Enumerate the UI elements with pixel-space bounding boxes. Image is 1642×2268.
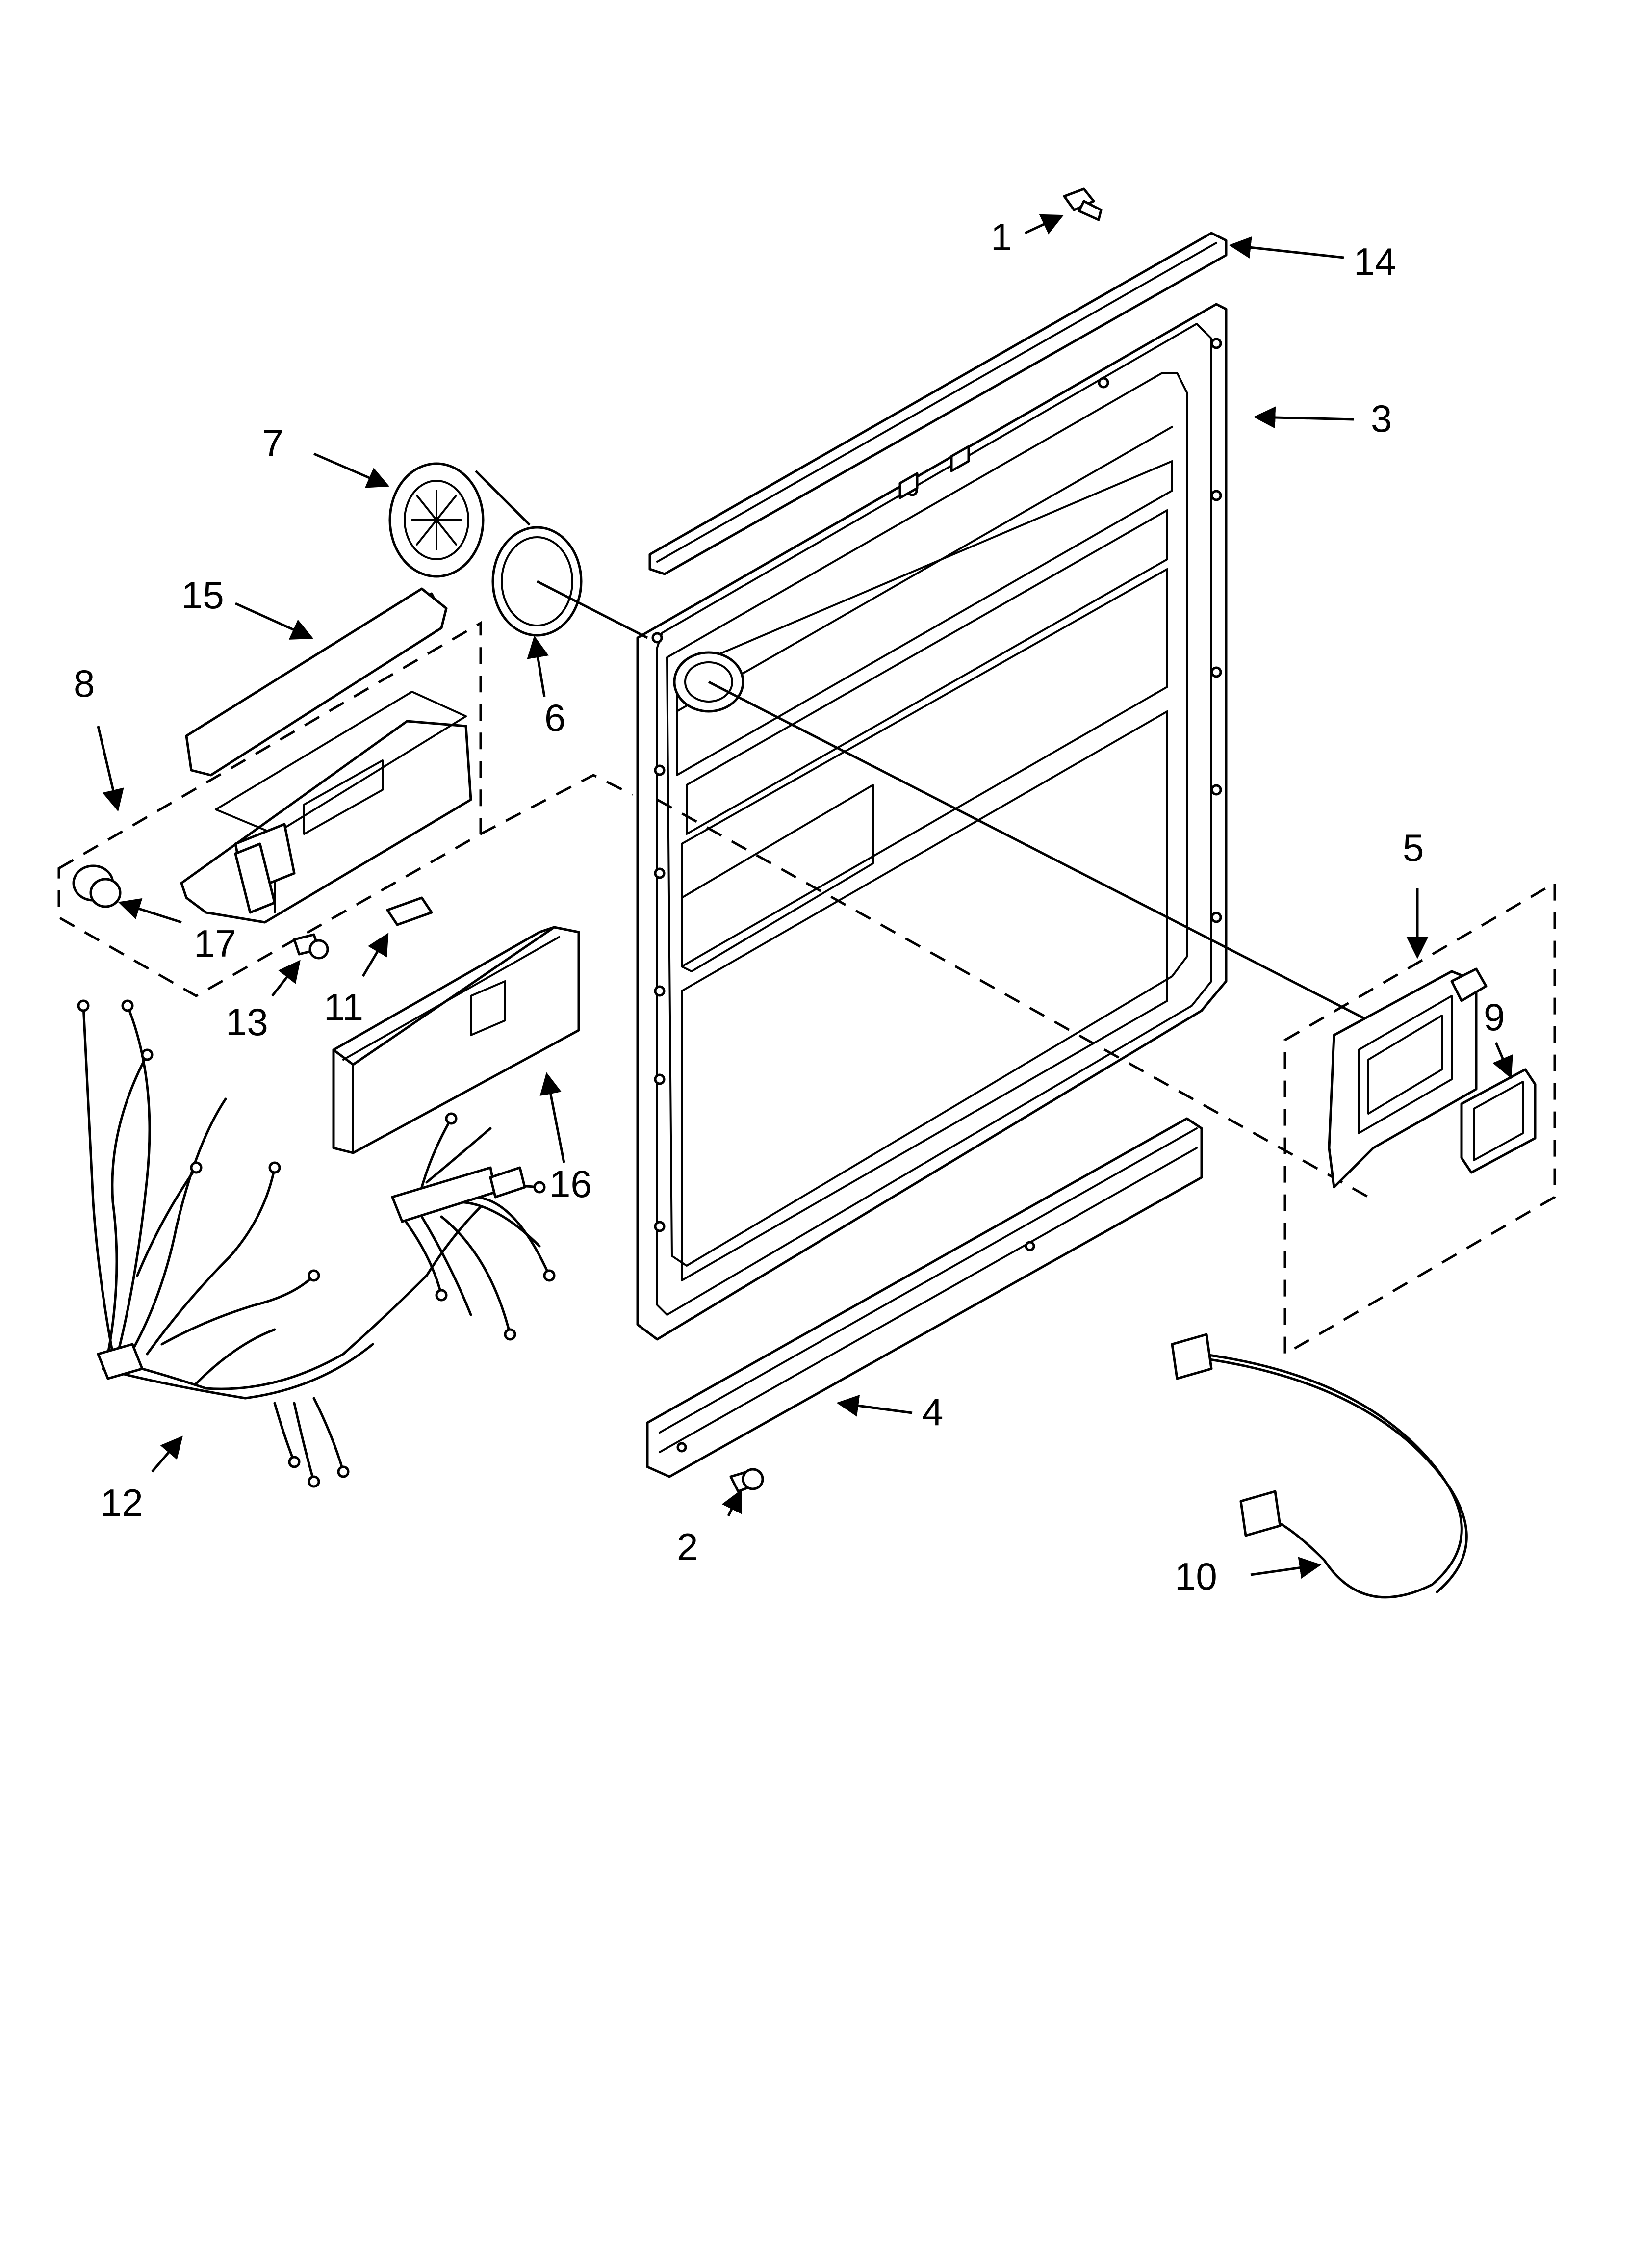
switch-wire-part: [1171, 1333, 1468, 1599]
assembly-line-vent-hole: [708, 680, 1369, 1022]
callout-12: 12: [101, 1481, 143, 1524]
leader-2: [721, 1489, 742, 1517]
callout-16: 16: [549, 1162, 592, 1205]
leader-17: [118, 898, 182, 924]
callout-9: 9: [1484, 995, 1505, 1039]
dispenser-dashed-link: [480, 774, 634, 835]
callout-1: 1: [991, 215, 1012, 259]
leader-14: [1229, 236, 1344, 259]
dispenser-dashed-long: [656, 798, 1369, 1199]
wire-harness-part: [77, 999, 556, 1488]
assembly-line-vent-2: [475, 470, 531, 526]
leader-9: [1492, 1042, 1513, 1079]
leader-1: [1024, 214, 1064, 235]
callout-3: 3: [1371, 397, 1392, 440]
leader-8: [97, 726, 124, 812]
assembly-line-vent: [536, 580, 648, 639]
leader-13: [271, 960, 301, 997]
callout-5: 5: [1403, 826, 1424, 869]
leader-3: [1253, 406, 1354, 429]
leader-7: [313, 452, 390, 488]
top-trim-strip-part: [648, 232, 1228, 575]
bottom-trim-strip-part: [646, 1117, 1203, 1478]
callout-14: 14: [1354, 240, 1396, 283]
door-latch-part: [1328, 967, 1488, 1189]
leader-6: [527, 635, 549, 697]
callout-6: 6: [544, 696, 565, 739]
screw-part-2: [729, 1468, 764, 1493]
callout-leaders: [97, 214, 1513, 1579]
callout-10: 10: [1175, 1555, 1217, 1598]
callout-17: 17: [194, 922, 236, 965]
callout-labels: 1 2 3 4 5 6 7 8 9 10 11 12 13 14 15 16 1…: [74, 215, 1505, 1598]
vent-cover-part: [388, 462, 485, 578]
console-shield-part: [332, 926, 580, 1154]
rinse-aid-cap-part: [72, 864, 122, 908]
clip-part: [386, 896, 433, 926]
latch-dashed-outline: [1283, 881, 1556, 1356]
leader-15: [234, 602, 314, 640]
leader-16: [539, 1072, 565, 1163]
leader-4: [836, 1395, 913, 1417]
dispenser-assembly-part: [180, 691, 472, 924]
screw-part-1: [1063, 187, 1103, 221]
leader-10: [1250, 1557, 1322, 1579]
screw-part-13: [293, 933, 329, 960]
leader-11: [361, 933, 389, 977]
callout-7: 7: [262, 421, 283, 465]
latch-gasket-part: [1460, 1068, 1537, 1174]
callout-8: 8: [74, 662, 95, 705]
callout-2: 2: [677, 1525, 698, 1568]
dispenser-bracket-part: [185, 587, 448, 777]
dispenser-dashed-outline: [57, 621, 482, 997]
callout-15: 15: [181, 574, 224, 617]
callout-4: 4: [922, 1390, 943, 1434]
callout-13: 13: [226, 1000, 268, 1043]
leader-12: [151, 1435, 183, 1473]
callout-11: 11: [324, 986, 363, 1029]
